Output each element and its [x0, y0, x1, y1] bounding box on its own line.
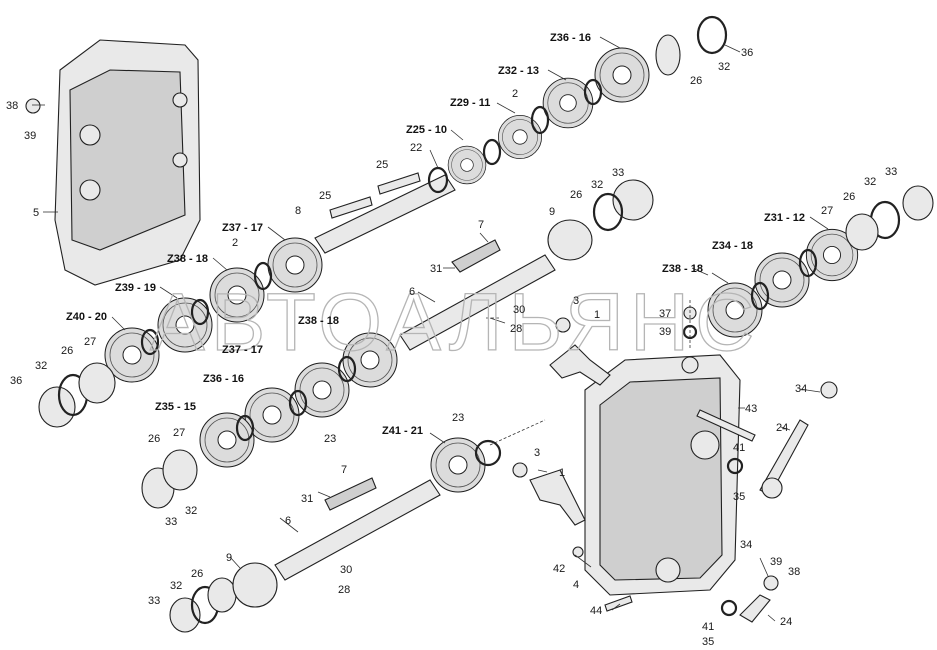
callout-25-a: 25 — [319, 190, 331, 202]
callout-z29-11: Z29 - 11 — [450, 97, 490, 109]
callout-z25-10: Z25 - 10 — [406, 124, 447, 136]
callout-24-top: 24 — [776, 422, 788, 434]
housing-cover-left — [54, 39, 201, 286]
callout-28-top: 28 — [510, 323, 522, 335]
callout-labels: 38 39 5 Z36 - 16 36 32 26 Z32 - 13 2 Z29… — [6, 32, 897, 648]
callout-36-top: 36 — [741, 47, 753, 59]
callout-1-top: 1 — [594, 309, 600, 321]
callout-41-top: 41 — [733, 442, 745, 454]
callout-39-low: 39 — [770, 556, 782, 568]
callout-z32-13: Z32 - 13 — [498, 65, 539, 77]
callout-24-low: 24 — [780, 616, 792, 628]
keys — [324, 172, 501, 511]
callout-27-left: 27 — [84, 336, 96, 348]
callout-41-low: 41 — [702, 621, 714, 633]
callout-2-top: 2 — [512, 88, 518, 100]
gear-z37-17-mid — [294, 362, 350, 418]
callout-z39-19: Z39 - 19 — [115, 282, 156, 294]
callout-30-top: 30 — [513, 304, 525, 316]
callout-38-low: 38 — [788, 566, 800, 578]
callout-27-mid: 27 — [173, 427, 185, 439]
callout-43: 43 — [745, 403, 757, 415]
callout-6-top: 6 — [409, 286, 415, 298]
callout-38-a: 38 — [6, 100, 18, 112]
callout-6-low: 6 — [285, 515, 291, 527]
callout-3-low: 3 — [534, 447, 540, 459]
callout-z38-18-mid: Z38 - 18 — [298, 315, 339, 327]
callout-7-top: 7 — [478, 219, 484, 231]
callout-36-left: 36 — [10, 375, 22, 387]
callout-44: 44 — [590, 605, 602, 617]
callout-1-low: 1 — [559, 467, 565, 479]
housing-right — [584, 354, 741, 596]
callout-33-mid: 33 — [612, 167, 624, 179]
callout-33-right: 33 — [885, 166, 897, 178]
callout-23-mid: 23 — [324, 433, 336, 445]
callout-26-mid: 26 — [570, 189, 582, 201]
callout-z35-15: Z35 - 15 — [155, 401, 196, 413]
shaft-8 — [314, 174, 456, 254]
callout-32-mid: 32 — [591, 179, 603, 191]
callout-26-left: 26 — [61, 345, 73, 357]
callout-z36-16-mid: Z36 - 16 — [203, 373, 244, 385]
callout-26-bot: 26 — [191, 568, 203, 580]
callout-z37-17-top: Z37 - 17 — [222, 222, 263, 234]
callout-23-low: 23 — [452, 412, 464, 424]
callout-39-a: 39 — [24, 130, 36, 142]
callout-34-top: 34 — [795, 383, 807, 395]
callout-26-low: 26 — [148, 433, 160, 445]
callout-31-low: 31 — [301, 493, 313, 505]
callout-32-left: 32 — [35, 360, 47, 372]
shaft-6-top — [399, 254, 556, 351]
callout-9-top: 9 — [549, 206, 555, 218]
callout-32-bot: 32 — [170, 580, 182, 592]
callout-34-low: 34 — [740, 539, 752, 551]
callout-2-mid: 2 — [232, 237, 238, 249]
callout-35-top: 35 — [733, 491, 745, 503]
gear-z25-10 — [447, 145, 487, 185]
bearings-and-rings — [38, 15, 934, 633]
callout-27-right: 27 — [821, 205, 833, 217]
callout-32-right: 32 — [864, 176, 876, 188]
levers — [25, 98, 838, 623]
callout-26-top: 26 — [690, 75, 702, 87]
callout-33-bot: 33 — [148, 595, 160, 607]
callout-z40-20: Z40 - 20 — [66, 311, 107, 323]
callout-22: 22 — [410, 142, 422, 154]
callout-35-low: 35 — [702, 636, 714, 648]
callout-7-low: 7 — [341, 464, 347, 476]
callout-z34-18: Z34 - 18 — [712, 240, 753, 252]
callout-z36-16-top: Z36 - 16 — [550, 32, 591, 44]
callout-5: 5 — [33, 207, 39, 219]
callout-8: 8 — [295, 205, 301, 217]
gear-z29-11 — [497, 115, 542, 160]
callout-4: 4 — [573, 579, 579, 591]
callout-32-low: 32 — [185, 505, 197, 517]
callout-39-right: 39 — [659, 326, 671, 338]
callout-25-b: 25 — [376, 159, 388, 171]
callout-z31-12: Z31 - 12 — [764, 212, 805, 224]
callout-9-low: 9 — [226, 552, 232, 564]
callout-z38-18-left: Z38 - 18 — [167, 253, 208, 265]
callout-30-low: 30 — [340, 564, 352, 576]
callout-42: 42 — [553, 563, 565, 575]
callout-z37-17-mid: Z37 - 17 — [222, 344, 263, 356]
callout-26-right: 26 — [843, 191, 855, 203]
callout-z41-21: Z41 - 21 — [382, 425, 423, 437]
callout-28-low: 28 — [338, 584, 350, 596]
callout-37: 37 — [659, 308, 671, 320]
watermark-text: АВТОАЛЬЯНС — [150, 277, 760, 368]
callout-z38-18-right: Z38 - 18 — [662, 263, 703, 275]
callout-31-top: 31 — [430, 263, 442, 275]
callout-32-top: 32 — [718, 61, 730, 73]
gear-z36-16-top — [594, 47, 650, 103]
shaft-6-low — [274, 479, 441, 581]
leader-lines — [32, 36, 829, 622]
callout-33-low: 33 — [165, 516, 177, 528]
callout-3-top: 3 — [573, 295, 579, 307]
